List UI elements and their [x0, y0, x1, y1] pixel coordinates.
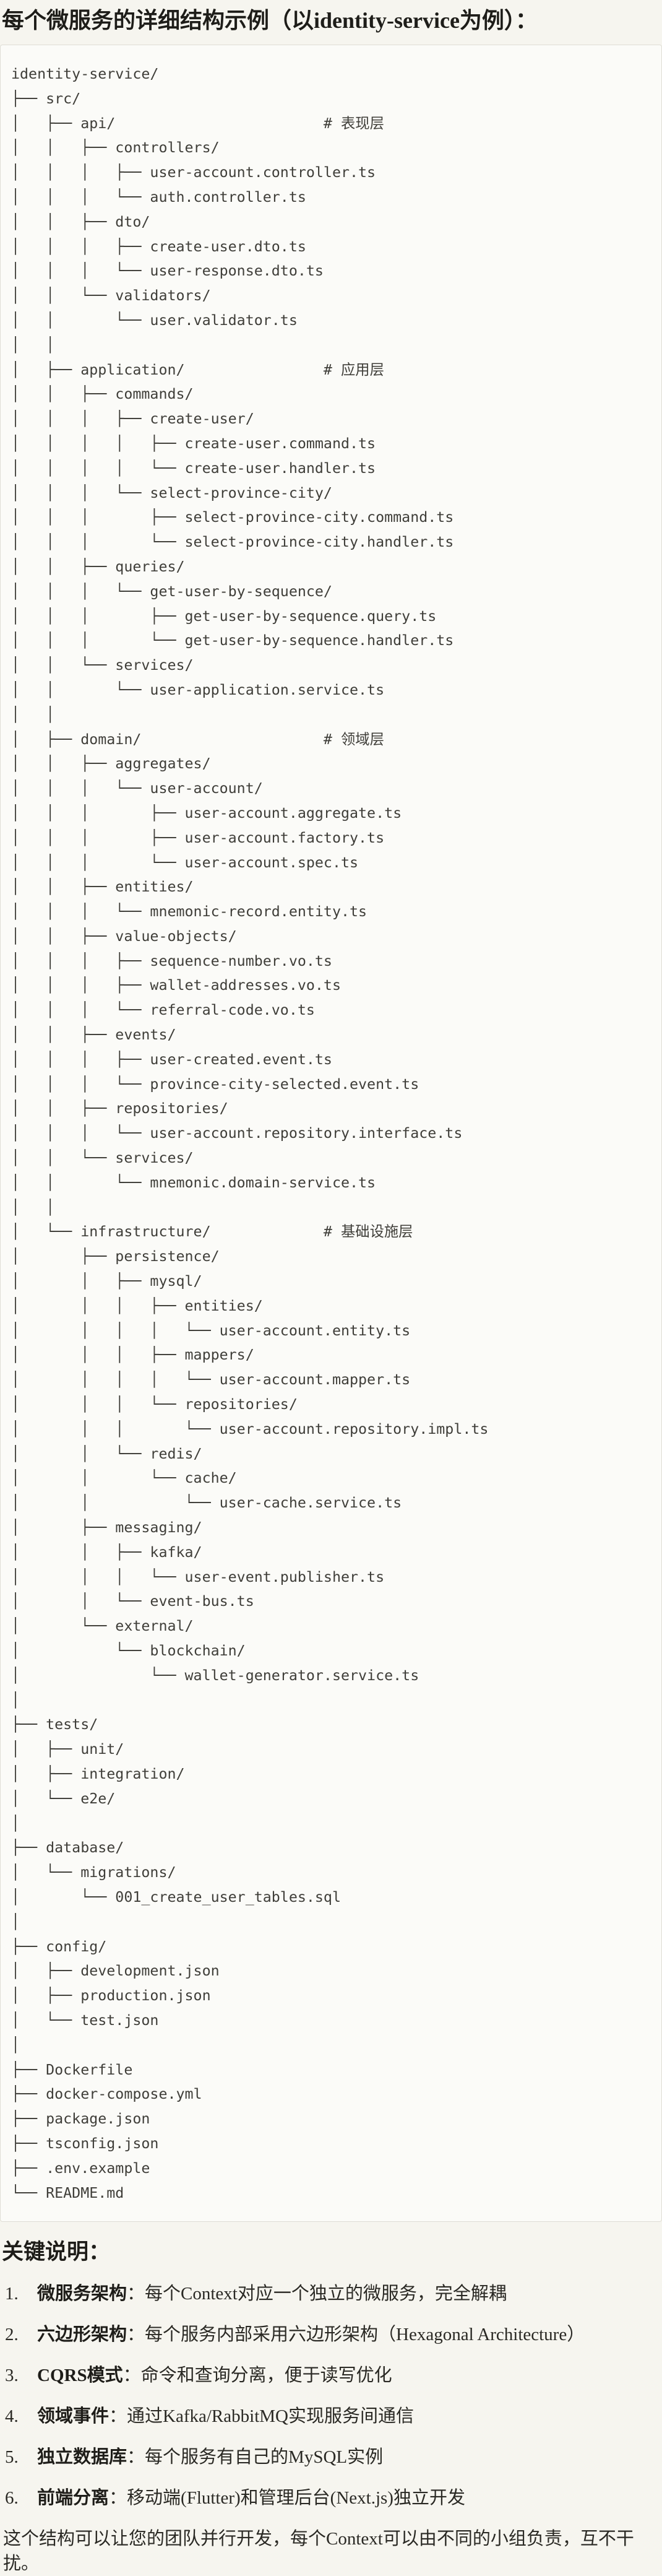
note-number: 5.	[5, 2447, 19, 2468]
note-text: 每个服务内部采用六边形架构（Hexagonal Architecture）	[145, 2325, 585, 2345]
note-colon: ：	[127, 2325, 145, 2345]
key-notes-section: 关键说明： 1.微服务架构：每个Context对应一个独立的微服务，完全解耦 2…	[2, 2238, 662, 2576]
note-number: 4.	[5, 2406, 19, 2427]
note-item-hexagonal: 2. 六边形架构：每个服务内部采用六边形架构（Hexagonal Architec…	[2, 2322, 662, 2347]
note-text: 每个服务有自己的MySQL实例	[145, 2447, 384, 2468]
note-label: 前端分离	[37, 2488, 110, 2509]
note-item-frontend-split: 6. 前端分离：移动端(Flutter)和管理后台(Next.js)独立开发	[2, 2486, 662, 2510]
closing-paragraph: 这个结构可以让您的团队并行开发，每个Context可以由不同的小组负责，互不干扰…	[3, 2529, 634, 2574]
notes-list: 1.微服务架构：每个Context对应一个独立的微服务，完全解耦 2.六边形架构…	[2, 2281, 662, 2510]
note-number: 6.	[5, 2488, 19, 2509]
note-number: 3.	[5, 2366, 19, 2386]
note-colon: ：	[109, 2406, 127, 2427]
note-colon: ：	[123, 2366, 141, 2386]
directory-tree: identity-service/ ├── src/ │ ├── api/ # …	[11, 66, 489, 2201]
code-block: identity-service/ ├── src/ │ ├── api/ # …	[0, 45, 662, 2223]
note-item-domain-events: 4. 领域事件：通过Kafka/RabbitMQ实现服务间通信	[2, 2404, 662, 2429]
note-colon: ：	[109, 2488, 127, 2509]
notes-heading: 关键说明：	[2, 2240, 111, 2265]
note-text: 移动端(Flutter)和管理后台(Next.js)独立开发	[127, 2488, 465, 2509]
note-text: 命令和查询分离，便于读写优化	[140, 2366, 392, 2386]
note-item-cqrs: 3. CQRS模式：命令和查询分离，便于读写优化	[2, 2363, 662, 2388]
note-label: CQRS模式	[37, 2366, 123, 2386]
note-colon: ：	[127, 2447, 145, 2468]
page-title: 每个微服务的详细结构示例（以identity-service为例）：	[2, 8, 538, 33]
note-text: 每个Context对应一个独立的微服务，完全解耦	[145, 2284, 507, 2304]
note-label: 微服务架构	[37, 2284, 127, 2304]
note-text: 通过Kafka/RabbitMQ实现服务间通信	[127, 2406, 414, 2427]
note-item-microservices: 1. 微服务架构：每个Context对应一个独立的微服务，完全解耦	[2, 2281, 662, 2306]
note-item-independent-db: 5. 独立数据库：每个服务有自己的MySQL实例	[2, 2445, 662, 2470]
note-number: 2.	[5, 2325, 19, 2345]
note-label: 独立数据库	[37, 2447, 127, 2468]
note-colon: ：	[127, 2284, 145, 2304]
note-label: 六边形架构	[37, 2325, 127, 2345]
note-number: 1.	[5, 2284, 19, 2304]
document-page: 每个微服务的详细结构示例（以identity-service为例）： ident…	[0, 6, 662, 2576]
note-label: 领域事件	[37, 2406, 110, 2427]
